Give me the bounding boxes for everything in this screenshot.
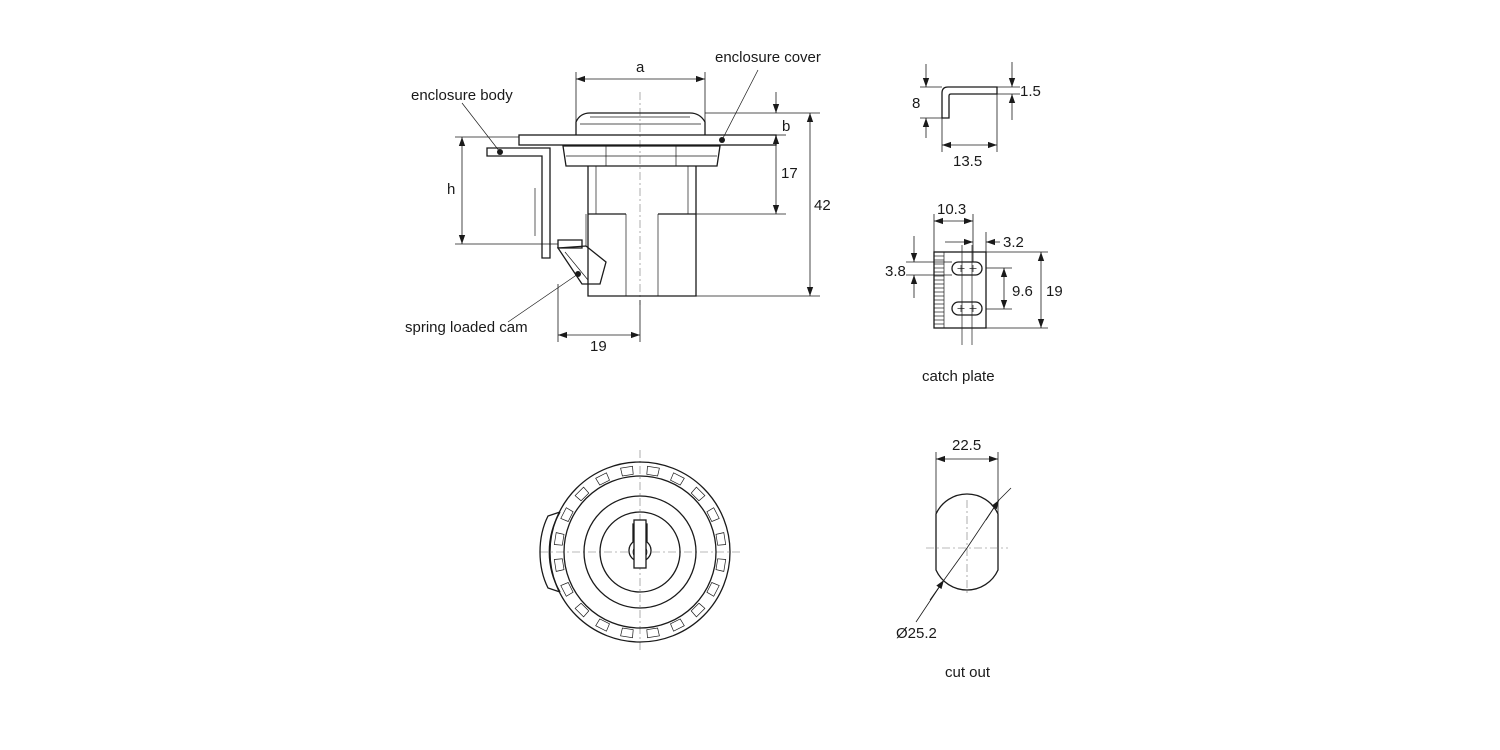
- front-view-lock: [539, 450, 740, 650]
- catch-l-profile: [920, 62, 1020, 152]
- grip-tooth: [560, 582, 574, 597]
- grip-tooth: [706, 582, 720, 597]
- grip-tooth: [595, 472, 610, 486]
- grip-tooth: [620, 627, 634, 639]
- grip-tooth: [690, 486, 706, 502]
- grip-tooth: [670, 618, 685, 632]
- dim-plate-3-8: 3.8: [885, 263, 906, 280]
- dim-19-bottom: 19: [590, 338, 607, 355]
- cut-out-view: [915, 452, 1012, 623]
- grip-tooth: [574, 486, 590, 502]
- dim-plate-9-6: 9.6: [1012, 283, 1033, 300]
- grip-tooth: [595, 618, 610, 632]
- dim-a: a: [636, 59, 645, 76]
- dim-catch-13-5: 13.5: [953, 153, 982, 170]
- label-spring-loaded-cam: spring loaded cam: [405, 319, 528, 336]
- grip-tooth: [690, 602, 706, 618]
- dim-cutout-diameter: Ø25.2: [896, 625, 937, 642]
- dim-17: 17: [781, 165, 798, 182]
- dim-plate-10-3: 10.3: [937, 201, 966, 218]
- dim-b: b: [782, 118, 790, 135]
- dim-plate-3-2: 3.2: [1003, 234, 1024, 251]
- grip-tooth: [646, 627, 660, 639]
- label-enclosure-body: enclosure body: [411, 87, 513, 104]
- catch-plate-knurling: [934, 255, 944, 325]
- dim-catch-1-5: 1.5: [1020, 83, 1041, 100]
- side-view-lock: [486, 92, 777, 305]
- grip-tooth: [620, 465, 634, 477]
- grip-tooth: [574, 602, 590, 618]
- label-enclosure-cover: enclosure cover: [715, 49, 821, 66]
- dim-catch-8: 8: [912, 95, 920, 112]
- grip-tooth: [670, 472, 685, 486]
- dim-h: h: [447, 181, 455, 198]
- dim-42: 42: [814, 197, 831, 214]
- grip-tooth: [553, 532, 565, 546]
- label-cut-out: cut out: [945, 664, 991, 681]
- grip-tooth: [553, 558, 565, 572]
- grip-tooth: [560, 507, 574, 522]
- grip-tooth: [715, 558, 727, 572]
- grip-tooth: [706, 507, 720, 522]
- dim-plate-19: 19: [1046, 283, 1063, 300]
- front-view-teeth: [553, 465, 727, 639]
- grip-tooth: [646, 465, 660, 477]
- grip-tooth: [715, 532, 727, 546]
- label-catch-plate: catch plate: [922, 368, 995, 385]
- dim-cutout-22-5: 22.5: [952, 437, 981, 454]
- catch-plate-view: [906, 214, 1048, 345]
